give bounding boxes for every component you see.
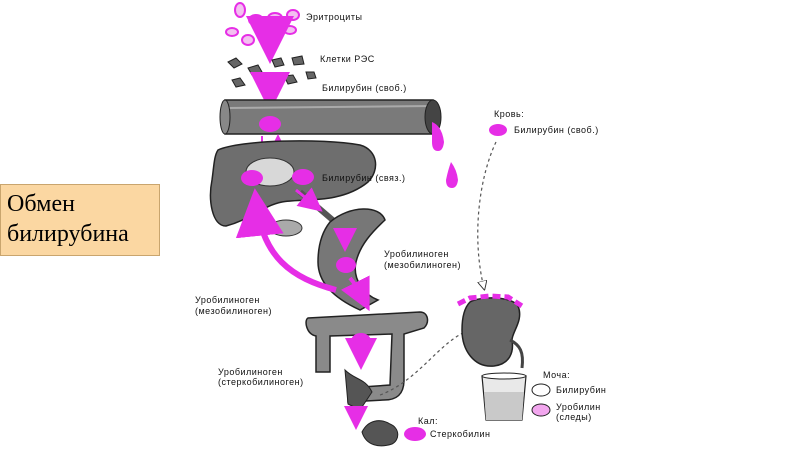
arrow-blood-to-kidney (477, 141, 497, 288)
kidney (461, 297, 521, 367)
label-urobilinogen-meso-2: (мезобилиноген) (384, 260, 461, 270)
label-urobilinogen-sterco-2: (стеркобилиноген) (218, 377, 304, 387)
label-blood: Кровь: (494, 109, 524, 119)
title-line-2: билирубина (7, 221, 129, 247)
rectum (344, 368, 373, 411)
label-urine-bilirubin: Билирубин (556, 385, 606, 395)
label-urine-urobilin-1: Уробилин (556, 402, 601, 412)
label-erythrocytes: Эритроциты (306, 12, 362, 22)
large-intestine (305, 311, 429, 403)
erythrocytes-group (225, 2, 300, 46)
label-urobilinogen-sterco-1: Уробилиноген (218, 367, 283, 377)
bilirubin-free-drop-vessel (259, 116, 281, 132)
ureter (509, 338, 524, 369)
label-urobilinogen-left-2: (мезобилиноген) (195, 306, 272, 316)
label-urine: Моча: (543, 370, 570, 380)
label-bilirubin-free: Билирубин (своб.) (322, 83, 407, 93)
urobilinogen-duodenum (336, 257, 356, 273)
feces (361, 420, 399, 447)
title-line-1: Обмен (7, 191, 75, 217)
blood-drop-2 (446, 162, 458, 188)
blood-vessel (219, 99, 442, 135)
gallbladder (269, 219, 303, 237)
blood-drop-1 (432, 122, 444, 151)
label-urobilinogen-meso-1: Уробилиноген (384, 249, 449, 259)
arrow-duodenum-to-intestine (340, 275, 370, 312)
label-feces-stercobilin: Стеркобилин (430, 429, 491, 439)
label-urobilinogen-left-1: Уробилиноген (195, 295, 260, 305)
title-box: Обмен билирубина (0, 184, 160, 256)
label-cells-res: Клетки РЭС (320, 54, 375, 64)
bilirubin-free-in-liver (241, 170, 263, 186)
stercobilin-marker (404, 427, 426, 441)
arrow-enterohepatic-return (235, 188, 337, 293)
arrow-intestine-to-kidney (379, 330, 470, 396)
urine-bilirubin-marker (531, 383, 551, 397)
label-urine-urobilin-2: (следы) (556, 412, 592, 422)
urine-urobilin-marker (531, 403, 551, 417)
res-cells-group (227, 55, 317, 90)
urobilinogen-intestine (351, 333, 371, 349)
label-blood-bilirubin-free: Билирубин (своб.) (514, 125, 599, 135)
label-bilirubin-conj: Билирубин (связ.) (322, 173, 406, 183)
arrow-liver-to-duct (295, 187, 323, 212)
label-feces: Кал: (418, 416, 438, 426)
blood-bilirubin-marker (489, 124, 507, 136)
urine-glass (481, 372, 527, 421)
bilirubin-conj-in-liver (292, 169, 314, 185)
